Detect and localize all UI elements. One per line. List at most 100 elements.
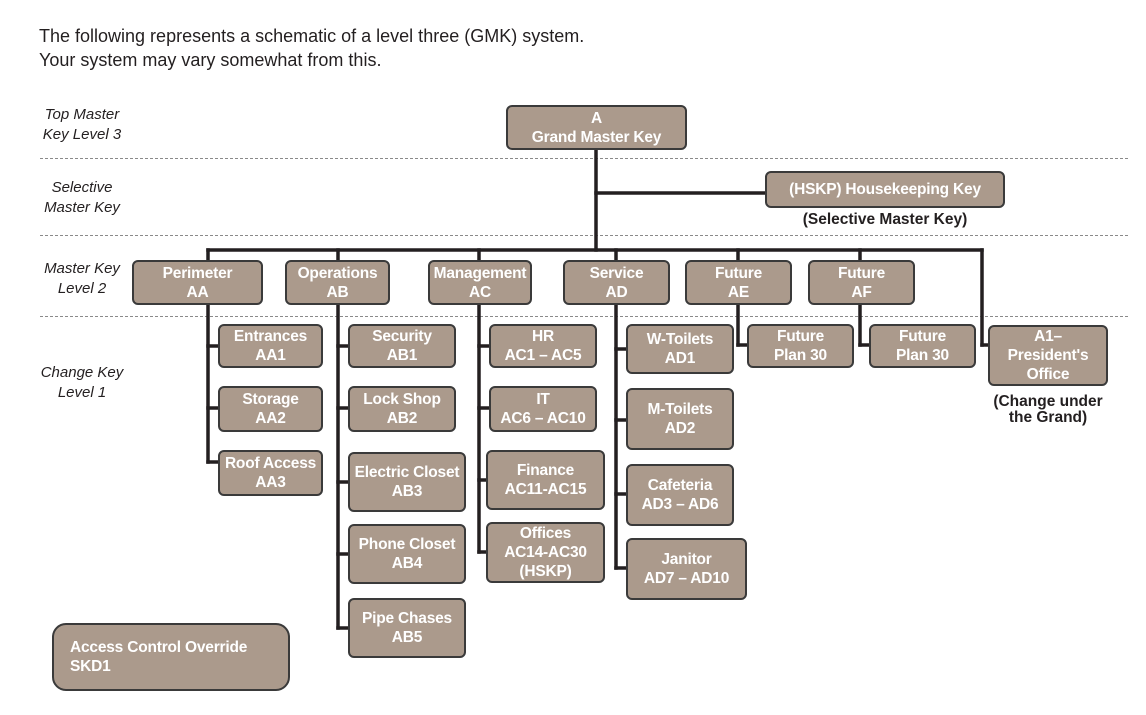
node-service: Service AD [563, 260, 670, 305]
node-label: (HSKP) Housekeeping Key [789, 181, 981, 198]
level-label-line: Level 2 [57, 280, 107, 297]
node-label: Pipe Chases [362, 610, 452, 627]
node-future-ae: Future AE [685, 260, 792, 305]
node-label: AA2 [255, 410, 286, 427]
node-hr: HR AC1 – AC5 [489, 324, 597, 368]
level-divider [40, 316, 1128, 317]
node-label: Roof Access [224, 455, 317, 472]
level-label-change-key: Change Key Level 1 [27, 363, 137, 403]
node-m-toilets: M-Toilets AD2 [626, 388, 734, 450]
node-finance: Finance AC11-AC15 [486, 450, 605, 510]
node-label: Offices [519, 525, 572, 542]
note-selective-master-key: (Selective Master Key) [802, 211, 968, 228]
node-label: Service [589, 264, 644, 282]
node-label: AE [727, 283, 750, 301]
node-roof-access: Roof Access AA3 [218, 450, 323, 496]
node-label: A1– [1034, 328, 1062, 345]
node-operations: Operations AB [285, 260, 390, 305]
node-label: Lock Shop [363, 391, 441, 408]
node-label: Future [837, 264, 886, 282]
node-entrances: Entrances AA1 [218, 324, 323, 368]
node-label: President's [1007, 347, 1089, 364]
node-label: Entrances [233, 328, 308, 345]
node-label: Operations [297, 264, 378, 282]
node-housekeeping-key: (HSKP) Housekeeping Key [765, 171, 1005, 208]
node-cafeteria: Cafeteria AD3 – AD6 [626, 464, 734, 526]
level-label-line: Master Key [44, 199, 120, 216]
node-future-plan-ae: Future Plan 30 [747, 324, 854, 368]
node-label: AC6 – AC10 [500, 410, 586, 427]
node-label: AC14-AC30 [504, 544, 587, 561]
node-grand-master-key: A Grand Master Key [506, 105, 687, 150]
node-label: Cafeteria [647, 477, 713, 494]
node-label: AB [326, 283, 349, 301]
node-label: Office [1026, 366, 1070, 383]
level-label-line: Level 1 [57, 384, 107, 401]
node-label: AC1 – AC5 [504, 347, 582, 364]
node-management: Management AC [428, 260, 532, 305]
node-label: Plan 30 [896, 347, 949, 364]
node-label: Future [776, 328, 825, 345]
node-label: Management [433, 264, 527, 282]
node-label: Janitor [661, 551, 712, 568]
node-label: AF [851, 283, 872, 301]
level-label-line: Key Level 3 [42, 126, 122, 143]
node-label: Electric Closet [354, 464, 460, 481]
note-line: the Grand) [1008, 409, 1088, 426]
node-label: IT [536, 391, 550, 408]
note-line: (Change under [993, 393, 1103, 410]
node-label: Security [372, 328, 432, 345]
intro-line-1: The following represents a schematic of … [39, 26, 585, 46]
node-label: AA1 [255, 347, 286, 364]
node-label: Grand Master Key [531, 128, 662, 146]
node-security: Security AB1 [348, 324, 456, 368]
node-label: Perimeter [162, 264, 233, 282]
node-label: Finance [516, 462, 575, 479]
node-label: AD7 – AD10 [643, 570, 730, 587]
node-label: Future [898, 328, 947, 345]
level-divider [40, 235, 1128, 236]
node-label: AB4 [391, 555, 423, 572]
node-label: Access Control Override [70, 639, 248, 656]
intro-text: The following represents a schematic of … [39, 24, 584, 72]
node-storage: Storage AA2 [218, 386, 323, 432]
node-label: W-Toilets [646, 331, 714, 348]
node-label: AB3 [391, 483, 423, 500]
node-label: AC11-AC15 [504, 481, 587, 498]
node-label: Plan 30 [774, 347, 827, 364]
node-label: AB1 [386, 347, 418, 364]
node-electric-closet: Electric Closet AB3 [348, 452, 466, 512]
node-future-plan-af: Future Plan 30 [869, 324, 976, 368]
level-label-line: Selective [51, 179, 113, 196]
node-access-control-override: Access Control Override SKD1 [52, 623, 290, 691]
node-label: AD2 [664, 420, 696, 437]
node-janitor: Janitor AD7 – AD10 [626, 538, 747, 600]
level-label-line: Top Master [44, 106, 120, 123]
node-label: M-Toilets [647, 401, 713, 418]
node-it: IT AC6 – AC10 [489, 386, 597, 432]
node-label: Phone Closet [358, 536, 456, 553]
node-label: Future [714, 264, 763, 282]
node-perimeter: Perimeter AA [132, 260, 263, 305]
node-label: AA3 [255, 474, 286, 491]
node-a1-presidents-office: A1– President's Office [988, 325, 1108, 386]
node-label: HR [532, 328, 554, 345]
node-label: SKD1 [70, 658, 111, 675]
note-change-under-grand: (Change under the Grand) [980, 394, 1116, 426]
node-label: AD [605, 283, 628, 301]
node-label: Storage [242, 391, 299, 408]
node-label: AD3 – AD6 [641, 496, 719, 513]
node-offices: Offices AC14-AC30 (HSKP) [486, 522, 605, 583]
node-label: AC [469, 283, 491, 301]
level-divider [40, 158, 1128, 159]
node-label: AD1 [664, 350, 696, 367]
node-label: AB5 [391, 629, 423, 646]
level-label-line: Change Key [40, 364, 124, 381]
node-pipe-chases: Pipe Chases AB5 [348, 598, 466, 658]
node-w-toilets: W-Toilets AD1 [626, 324, 734, 374]
intro-line-2: Your system may vary somewhat from this. [39, 50, 382, 70]
node-label: AB2 [386, 410, 418, 427]
level-label-line: Master Key [44, 260, 120, 277]
level-label-top-master: Top Master Key Level 3 [27, 105, 137, 145]
